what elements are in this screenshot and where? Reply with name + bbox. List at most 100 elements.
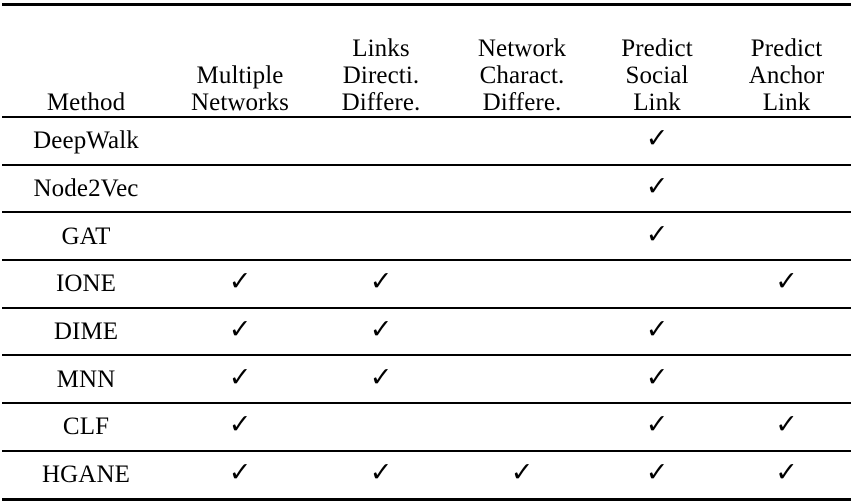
feature-supported-cell: ✓ [310,260,452,309]
checkmark-icon: ✓ [228,409,252,441]
feature-supported-cell: ✓ [722,403,851,452]
column-header-line: Method [46,89,126,116]
feature-unsupported-cell: ✓ [310,164,452,214]
table-row: HGANE✓✓✓✓✓ [2,450,851,501]
column-header-line: Multiple [196,62,284,89]
checkmark-icon: ✓ [645,457,669,489]
feature-unsupported-cell: ✓ [310,117,452,166]
checkmark-icon: ✓ [645,218,669,250]
feature-unsupported-cell: ✓ [722,307,851,357]
feature-unsupported-cell: ✓ [452,164,592,214]
column-header-line: Link [633,89,681,116]
feature-unsupported-cell: ✓ [452,355,592,405]
feature-supported-cell: ✓ [592,164,722,214]
feature-supported-cell: ✓ [170,450,310,501]
feature-supported-cell: ✓ [722,260,851,309]
feature-unsupported-cell: ✓ [170,164,310,214]
table-row: IONE✓✓✓✓✓ [2,260,851,309]
feature-supported-cell: ✓ [452,450,592,501]
feature-supported-cell: ✓ [592,307,722,357]
checkmark-icon: ✓ [369,314,393,346]
checkmark-icon: ✓ [228,266,252,298]
method-name-cell: GAT [2,212,170,262]
feature-unsupported-cell: ✓ [170,117,310,166]
checkmark-icon: ✓ [645,409,669,441]
checkmark-icon: ✓ [369,457,393,489]
feature-unsupported-cell: ✓ [452,307,592,357]
method-name-cell: CLF [2,403,170,452]
feature-unsupported-cell: ✓ [310,212,452,262]
feature-unsupported-cell: ✓ [722,117,851,166]
feature-supported-cell: ✓ [310,307,452,357]
feature-unsupported-cell: ✓ [592,260,722,309]
feature-unsupported-cell: ✓ [452,212,592,262]
feature-supported-cell: ✓ [592,212,722,262]
feature-unsupported-cell: ✓ [310,403,452,452]
feature-supported-cell: ✓ [170,355,310,405]
column-header-line: Predict [621,35,693,62]
table-row: DIME ✓ ✓ ✓ ✓ ✓ [2,307,851,357]
feature-supported-cell: ✓ [592,355,722,405]
method-name-cell: IONE [2,260,170,309]
checkmark-icon: ✓ [645,171,669,203]
feature-unsupported-cell: ✓ [452,260,592,309]
feature-supported-cell: ✓ [170,403,310,452]
feature-unsupported-cell: ✓ [722,355,851,405]
feature-supported-cell: ✓ [310,450,452,501]
column-header-line: Directi. [342,62,420,89]
checkmark-icon: ✓ [228,361,252,393]
checkmark-icon: ✓ [775,409,798,441]
table-row: Node2Vec✓✓✓✓✓ [2,164,851,214]
column-header-line: Predict [750,35,823,62]
table-row: DeepWalk✓✓✓✓✓ [2,117,851,166]
method-name-cell: DIME [2,307,170,357]
table-row: MNN ✓ ✓ ✓ ✓ ✓ [2,355,851,405]
feature-supported-cell: ✓ [592,117,722,166]
checkmark-icon: ✓ [228,457,252,489]
column-header-line: Links [352,35,410,62]
column-header-line: Anchor [748,62,825,89]
column-header-line: Differe. [341,89,421,116]
checkmark-icon: ✓ [645,361,669,393]
feature-unsupported-cell: ✓ [722,212,851,262]
feature-supported-cell: ✓ [170,307,310,357]
checkmark-icon: ✓ [228,314,252,346]
feature-unsupported-cell: ✓ [452,117,592,166]
checkmark-icon: ✓ [645,314,669,346]
table-row: CLF✓✓✓✓✓ [2,403,851,452]
feature-supported-cell: ✓ [592,450,722,501]
feature-unsupported-cell: ✓ [170,212,310,262]
checkmark-icon: ✓ [775,266,798,298]
column-header-line: Differe. [482,89,562,116]
column-header-line: Social [625,62,689,89]
checkmark-icon: ✓ [775,457,798,489]
column-header-line: Link [762,89,811,116]
column-header-method: Method [2,3,170,118]
column-header-line: Networks [190,89,289,116]
method-name-cell: MNN [2,355,170,405]
column-header-line: Network [477,35,567,62]
checkmark-icon: ✓ [369,361,393,393]
table-body: DeepWalk✓✓✓✓✓Node2Vec✓✓✓✓✓GAT✓✓✓✓✓IONE✓✓… [2,117,851,501]
method-name-cell: DeepWalk [2,117,170,166]
feature-supported-cell: ✓ [170,260,310,309]
column-header-line: Charact. [479,62,565,89]
checkmark-icon: ✓ [369,266,393,298]
feature-supported-cell: ✓ [592,403,722,452]
feature-unsupported-cell: ✓ [452,403,592,452]
checkmark-icon: ✓ [645,123,669,155]
feature-unsupported-cell: ✓ [722,164,851,214]
table-row: GAT✓✓✓✓✓ [2,212,851,262]
feature-supported-cell: ✓ [310,355,452,405]
feature-supported-cell: ✓ [722,450,851,501]
method-name-cell: Node2Vec [2,164,170,214]
checkmark-icon: ✓ [510,457,534,489]
